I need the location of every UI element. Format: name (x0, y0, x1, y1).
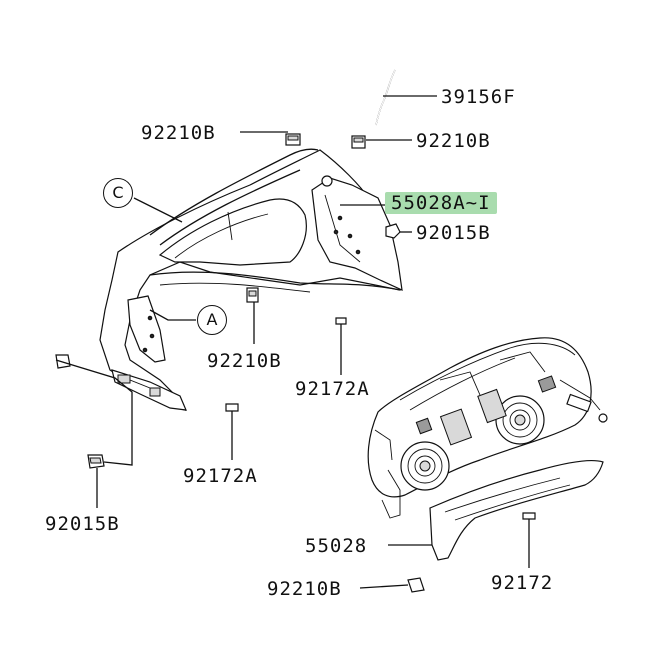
part-label-92015b-right: 92015B (416, 222, 491, 244)
part-label-55028: 55028 (305, 535, 368, 557)
part-label-92172: 92172 (491, 572, 554, 594)
part-label-92210b-top-left: 92210B (141, 122, 216, 144)
part-label-92210b-bottom: 92210B (267, 578, 342, 600)
part-label-92210b-top-right: 92210B (416, 130, 491, 152)
part-label-55028a-i: 55028A~I (385, 192, 497, 214)
callout-a: A (197, 305, 227, 335)
leader-lines (55, 95, 530, 589)
headlight-assembly-drawing (367, 337, 608, 593)
callout-c: C (103, 178, 133, 208)
part-label-39156f: 39156F (441, 86, 516, 108)
part-label-92210b-middle: 92210B (207, 350, 282, 372)
part-label-92172a-right: 92172A (295, 378, 370, 400)
part-label-92015b-left: 92015B (45, 513, 120, 535)
part-label-92172a-left: 92172A (183, 465, 258, 487)
upper-cowl-drawing (55, 69, 403, 469)
